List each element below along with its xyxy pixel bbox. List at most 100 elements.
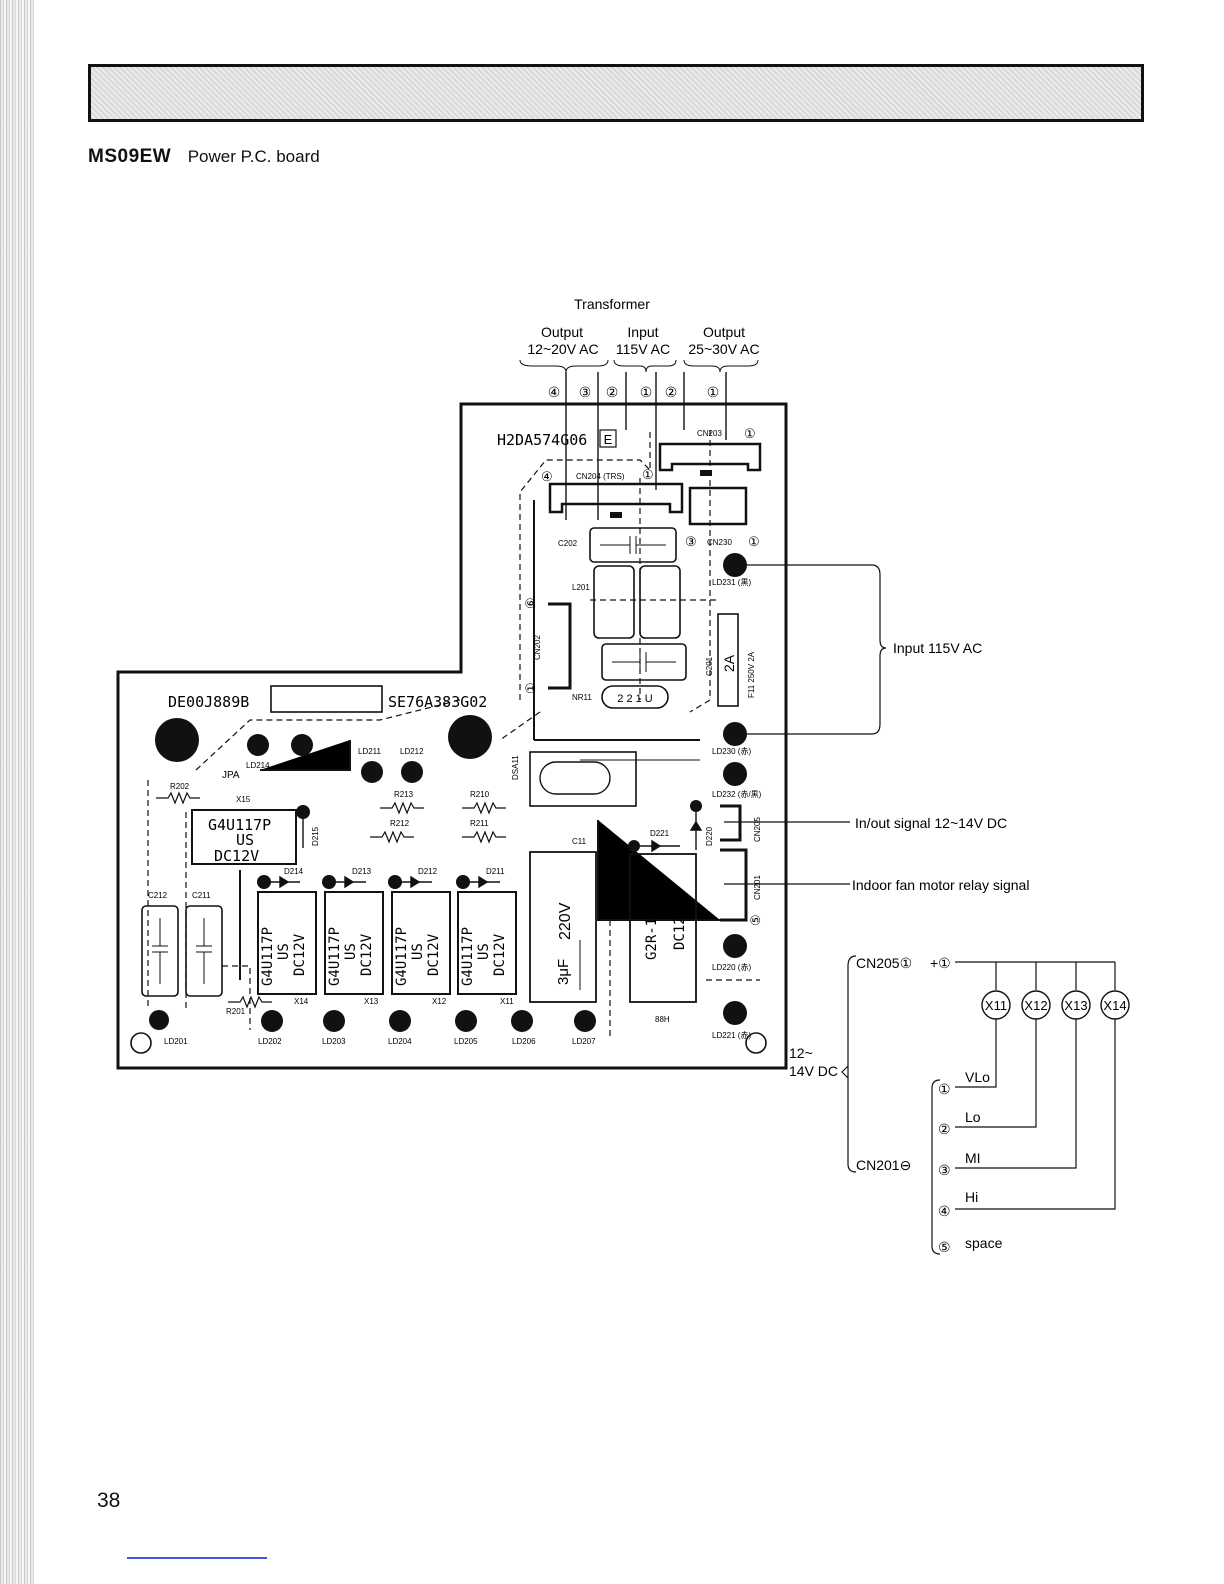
- relay-x12-line2: US: [410, 943, 426, 960]
- capacitor-c11: 220V 3μF C11: [529, 837, 597, 1003]
- callout-inout-signal: In/out signal 12~14V DC: [855, 815, 1007, 831]
- ld207-label: LD207: [572, 1037, 596, 1046]
- ld211-label: LD211: [358, 747, 382, 756]
- relay-x14-line1: G4U117P: [260, 927, 276, 986]
- transformer-pin-numbers: ④ ③ ② ① ② ①: [548, 384, 720, 400]
- board-part-number-top: H2DA574G06: [497, 431, 587, 449]
- scan-edge-strip: [0, 0, 34, 1584]
- relay-x11: G4U117P US DC12V: [457, 891, 517, 995]
- fan-relay-model: G2R-1A-E: [644, 893, 660, 960]
- schematic-cn205: CN205①: [856, 955, 912, 971]
- relay-x11-line1: G4U117P: [460, 927, 476, 986]
- x11-label: X11: [500, 997, 514, 1006]
- d212-label: D212: [418, 867, 438, 876]
- fuse-value: 2A: [721, 654, 737, 672]
- label-blank-box: [270, 685, 383, 713]
- schematic-voltage-2: 14V DC: [789, 1063, 838, 1079]
- cn203-label: CN203: [697, 429, 722, 438]
- page-number: 38: [97, 1489, 121, 1512]
- ld201-label: LD201: [164, 1037, 188, 1046]
- fan-relay-voltage: DC12V: [672, 907, 688, 950]
- capacitor-c211: C211: [185, 891, 223, 997]
- coil-x13: X13: [1064, 998, 1087, 1013]
- pin-num-2: ②: [938, 1121, 951, 1137]
- cn204-pin-4: ④: [541, 469, 553, 484]
- relay-x15-line3: DC12V: [214, 847, 259, 865]
- relay-x15-line2: US: [236, 831, 254, 849]
- pin-label-mi: MI: [965, 1150, 981, 1166]
- r212-label: R212: [390, 819, 410, 828]
- cn202-pin-6: ⑥: [523, 597, 538, 609]
- connector-cn202: CN202 ⑥ ①: [523, 597, 572, 694]
- pin-num-3: ③: [938, 1162, 951, 1178]
- cn230-pin-3: ③: [685, 534, 697, 549]
- cn230-label: CN230: [707, 538, 732, 547]
- r211-label: R211: [470, 819, 489, 828]
- mount-hole-large-left: [155, 718, 199, 762]
- d221-label: D221: [650, 829, 670, 838]
- board-name: Power P.C. board: [187, 147, 320, 166]
- relay-x14-line2: US: [276, 943, 292, 960]
- header-band: [88, 64, 1144, 122]
- resistor-labels: R202 R213 R210 R212 R211 R201 X15 X14 X1…: [170, 782, 514, 1016]
- ld221-label: LD221 (赤): [712, 1031, 751, 1040]
- coil-x12: X12: [1024, 998, 1047, 1013]
- rev-box: [599, 429, 617, 448]
- d214-label: D214: [284, 867, 304, 876]
- page-title: MS09EW Power P.C. board: [88, 146, 320, 168]
- x12-label: X12: [432, 997, 447, 1006]
- schematic-plus-one: +①: [930, 955, 951, 971]
- resistors: [156, 791, 506, 1009]
- cn203-pin-1: ①: [744, 426, 756, 441]
- relay-x13-line2: US: [343, 943, 359, 960]
- ld230-label: LD230 (赤): [712, 747, 751, 756]
- callout-fan-relay: Indoor fan motor relay signal: [852, 877, 1029, 893]
- callout-input: Input 115V AC: [893, 640, 982, 656]
- jpa-label: JPA: [222, 770, 240, 781]
- dsa11-label: DSA11: [511, 755, 520, 780]
- schematic-cn201: CN201⊖: [856, 1157, 911, 1173]
- l201-label: L201: [572, 583, 590, 592]
- pin-2b: ②: [665, 384, 678, 400]
- connector-cn201: CN201 ⑤: [720, 848, 763, 926]
- output-right-label: Output: [703, 324, 745, 340]
- r202-label: R202: [170, 782, 190, 791]
- ld213-label: LD213: [290, 761, 314, 770]
- input-brace: [747, 564, 887, 735]
- cn205-label: CN205: [753, 817, 762, 842]
- ld232-label: LD232 (赤/黒): [712, 790, 762, 799]
- relay-x14: G4U117P US DC12V: [257, 891, 317, 995]
- pin-3: ③: [579, 384, 592, 400]
- capacitor-c201: C201: [601, 643, 714, 681]
- ld202-label: LD202: [258, 1037, 282, 1046]
- r210-label: R210: [470, 790, 490, 799]
- relay-x15: G4U117P US DC12V: [191, 809, 297, 865]
- c212-label: C212: [148, 891, 168, 900]
- output-right-value: 25~30V AC: [688, 341, 759, 357]
- pin-2: ②: [606, 384, 619, 400]
- d220-label: D220: [705, 826, 714, 846]
- mount-hole-open-left: [130, 1032, 152, 1054]
- ld203-label: LD203: [322, 1037, 346, 1046]
- diode-labels: D214 D213 D212 D211 D221 D220 D215: [284, 826, 714, 876]
- d211-label: D211: [486, 867, 505, 876]
- output-left-label: Output: [541, 324, 583, 340]
- diodes: [270, 812, 703, 889]
- c211-label: C211: [192, 891, 211, 900]
- cn204-label: CN204 (TRS): [576, 472, 625, 481]
- pin-1: ①: [640, 384, 653, 400]
- pin-label-vlo: VLo: [965, 1069, 990, 1085]
- capacitor-c212: C212: [141, 891, 179, 997]
- cn201-label: CN201: [753, 875, 762, 900]
- board-rev-mark: E: [604, 432, 613, 447]
- x13-label: X13: [364, 997, 379, 1006]
- fuse-f11: 2A F11 250V 2A: [717, 613, 756, 707]
- relay-x12: G4U117P US DC12V: [391, 891, 451, 995]
- coil-x14: X14: [1103, 998, 1126, 1013]
- pin-num-4: ④: [938, 1203, 951, 1219]
- mount-hole-open-right: [745, 1032, 767, 1054]
- connector-cn204: CN204 (TRS) ④ ①: [541, 467, 684, 518]
- transformer-title: Transformer: [574, 296, 650, 312]
- mount-hole-large-center: [448, 715, 492, 759]
